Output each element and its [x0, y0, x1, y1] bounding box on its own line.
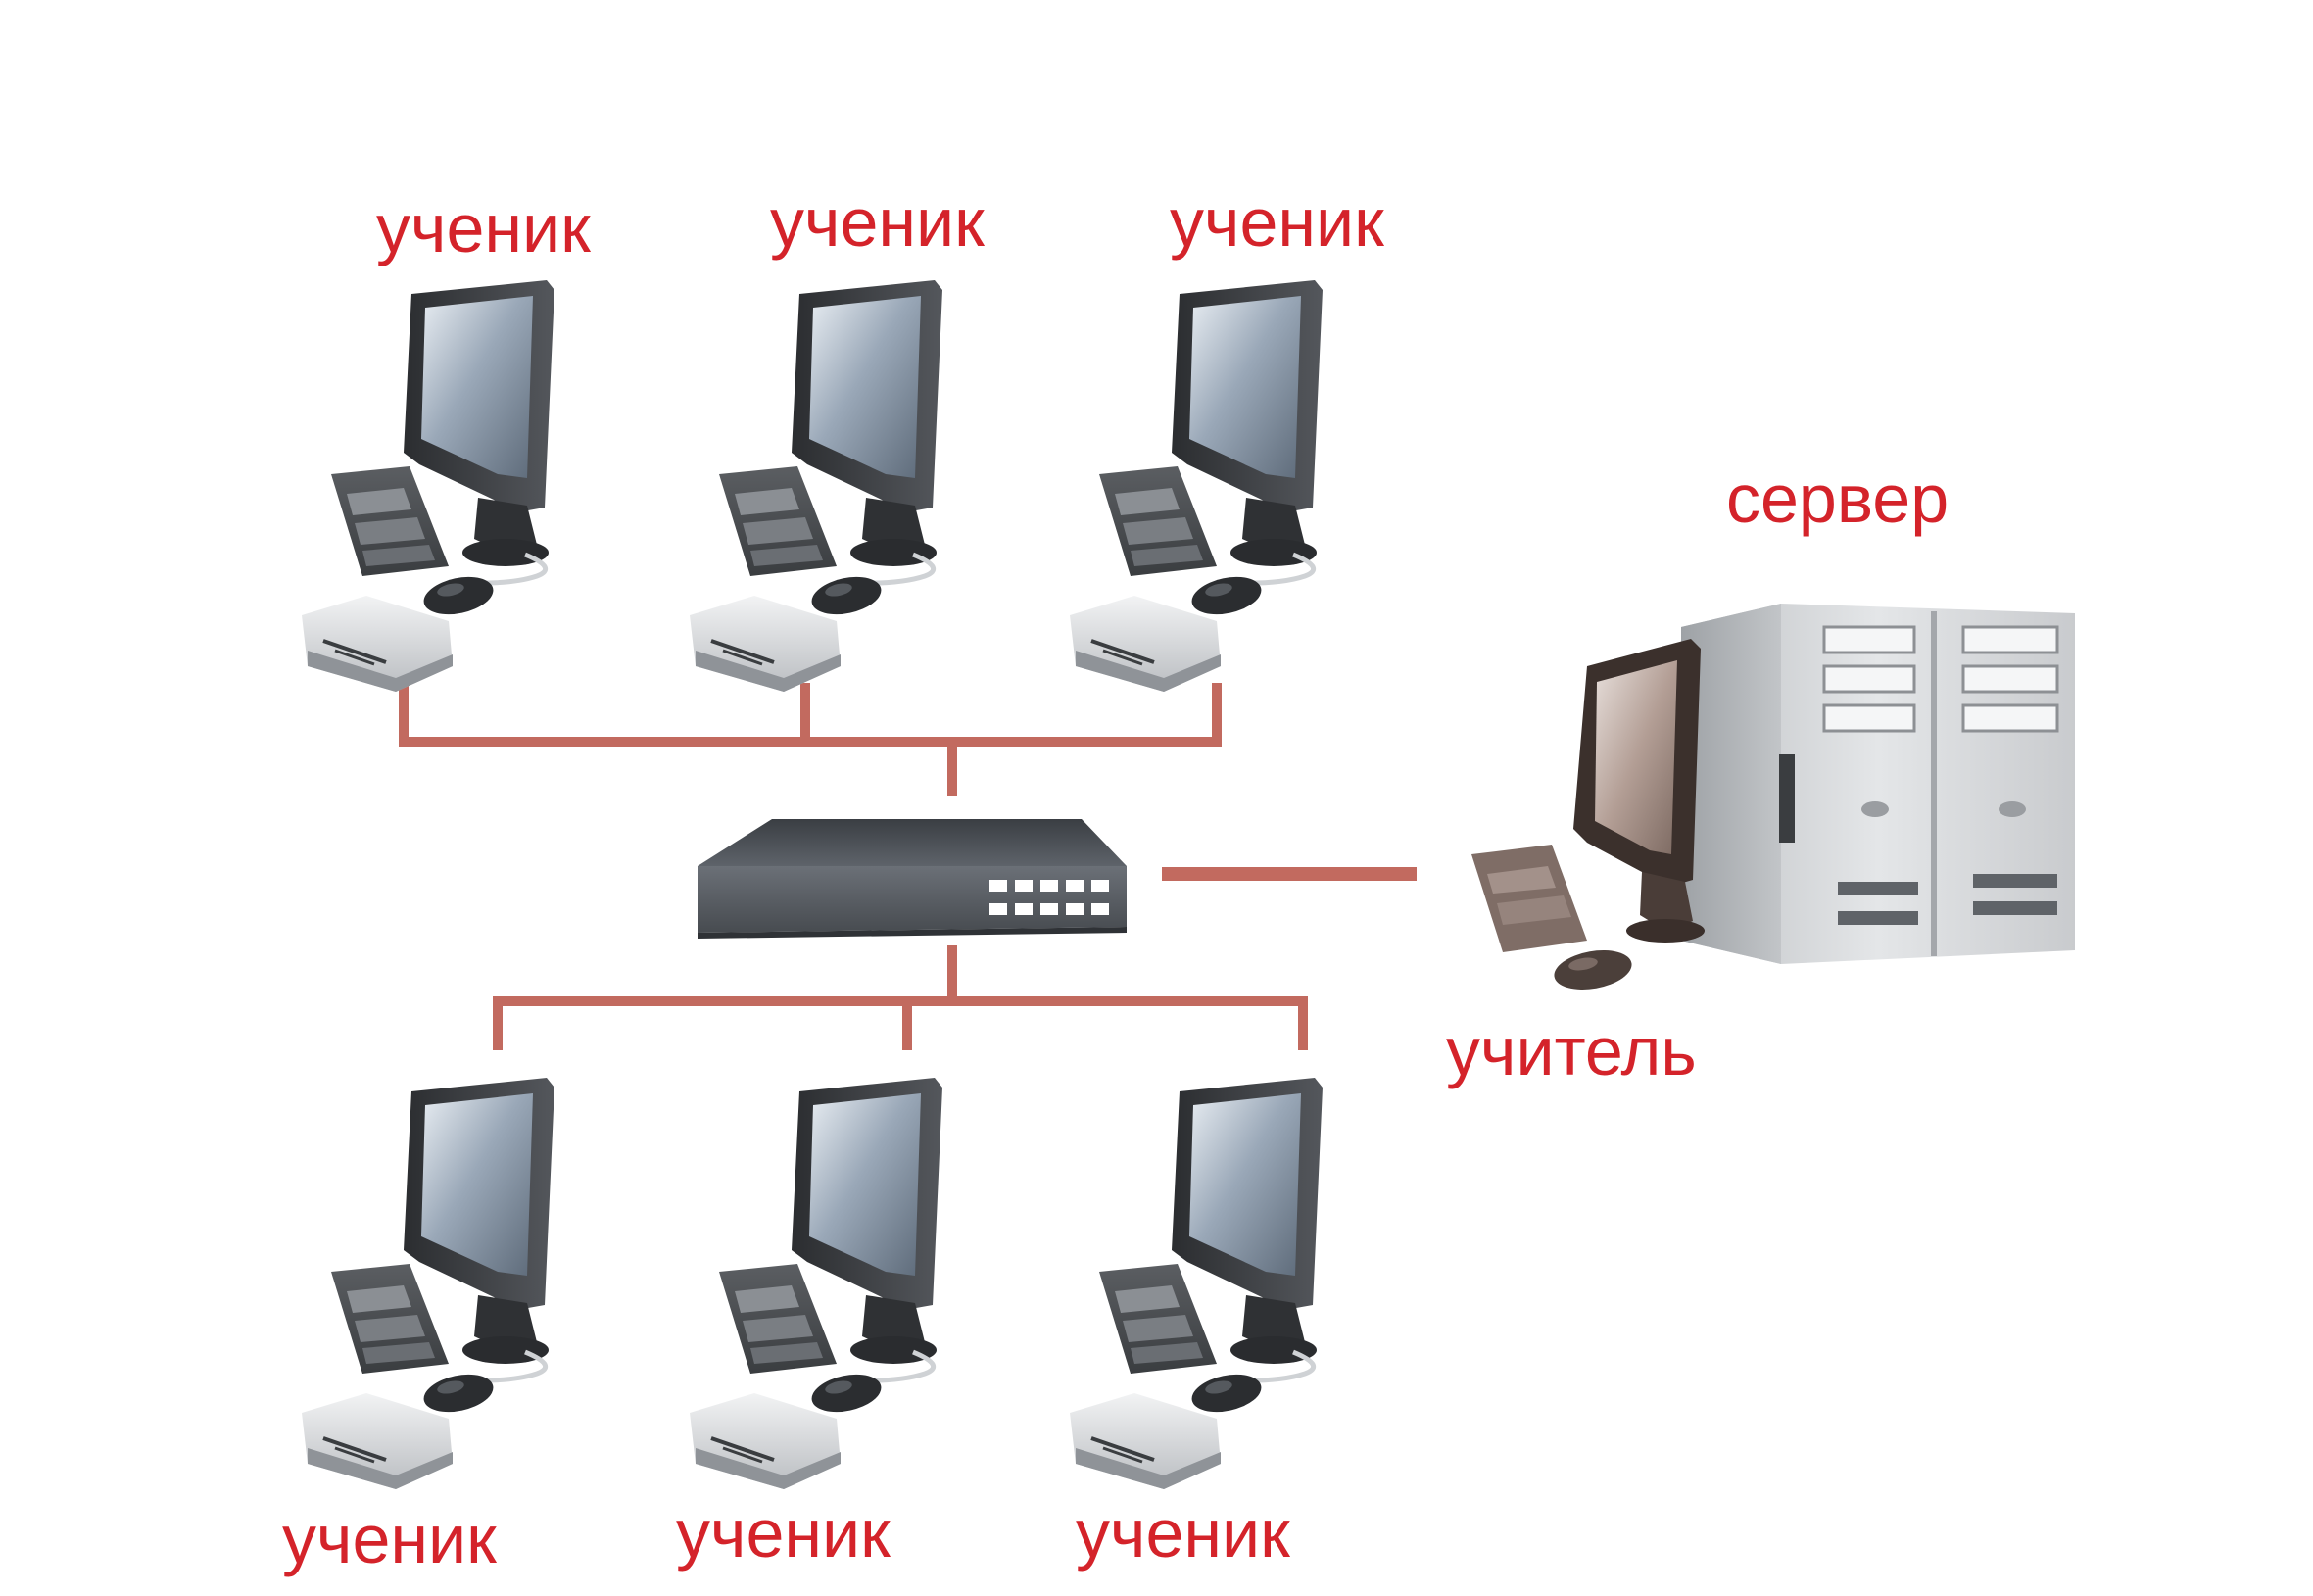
network-switch-icon — [698, 819, 1127, 939]
network-cables — [399, 683, 1417, 1050]
student-computer-icon — [1070, 1078, 1323, 1489]
student-computer-icon — [302, 1078, 554, 1489]
teacher-label: учитель — [1446, 1013, 1697, 1089]
student-computer-icon — [302, 280, 554, 692]
student-label: ученик — [676, 1495, 891, 1572]
teacher-workstation-icon — [1471, 639, 1705, 990]
student-label: ученик — [770, 184, 985, 261]
student-computer-icon — [1070, 280, 1323, 692]
server-tower-icon — [1681, 604, 2075, 964]
student-label: ученик — [282, 1501, 497, 1577]
student-computer-icon — [690, 280, 942, 692]
student-label: ученик — [1170, 184, 1384, 261]
student-label: ученик — [1076, 1495, 1290, 1572]
student-label: ученик — [376, 190, 591, 266]
server-label: сервер — [1726, 460, 1950, 537]
student-computer-icon — [690, 1078, 942, 1489]
